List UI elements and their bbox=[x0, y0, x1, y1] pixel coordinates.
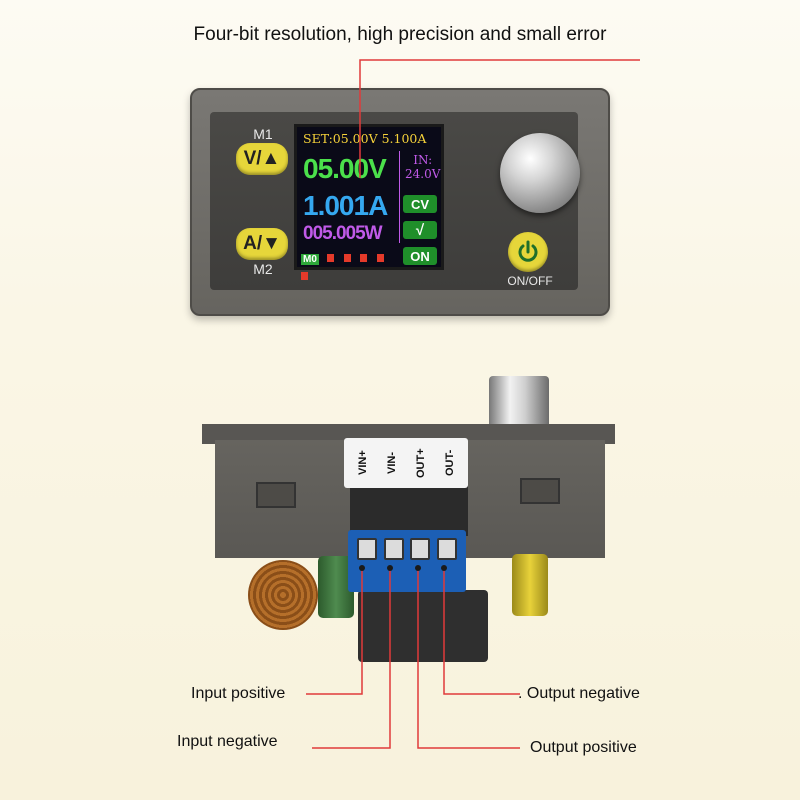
set-readout: SET:05.00V 5.100A bbox=[303, 131, 427, 146]
m1-label: M1 bbox=[253, 126, 273, 142]
callout-output-negative: . Output negative bbox=[518, 685, 640, 702]
case-lip bbox=[202, 424, 615, 444]
callout-input-negative: Input negative bbox=[177, 733, 278, 750]
input-value: 24.0V bbox=[405, 167, 441, 181]
headline-callout-line bbox=[359, 59, 640, 178]
output-positive-line bbox=[417, 568, 520, 749]
voltage-up-button[interactable]: V/▲ bbox=[236, 143, 288, 175]
cv-badge: CV bbox=[403, 195, 437, 213]
level-cell bbox=[343, 254, 351, 262]
callout-input-positive: Input positive bbox=[191, 685, 286, 702]
current-readout: 1.001A bbox=[303, 190, 388, 221]
circuit-board bbox=[350, 484, 468, 536]
voltage-readout: 05.00V bbox=[303, 153, 387, 184]
cooling-fan bbox=[358, 590, 488, 662]
input-positive-line bbox=[306, 568, 363, 695]
callout-output-positive: Output positive bbox=[530, 739, 637, 756]
memory-indicator-row: M0 bbox=[301, 249, 395, 280]
onoff-label: ON/OFF bbox=[507, 274, 553, 288]
power-readout: 005.005W bbox=[303, 223, 383, 244]
current-down-button[interactable]: A/▼ bbox=[236, 228, 288, 260]
level-cell bbox=[376, 254, 384, 262]
lcd-divider bbox=[399, 151, 400, 243]
output-negative-line bbox=[443, 568, 520, 695]
adjust-knob[interactable] bbox=[500, 133, 580, 213]
terminal-block bbox=[348, 530, 466, 592]
level-cell bbox=[360, 254, 368, 262]
input-label: IN: bbox=[413, 153, 433, 167]
screw-terminal-out-minus[interactable] bbox=[436, 538, 457, 560]
mount-clip-left bbox=[256, 482, 296, 508]
terminal-label-block: VIN+ VIN- OUT+ OUT- bbox=[344, 438, 468, 488]
power-button[interactable] bbox=[508, 232, 548, 272]
inductor bbox=[248, 560, 318, 630]
screw-terminal-out-plus[interactable] bbox=[410, 538, 431, 560]
check-badge: √ bbox=[403, 221, 437, 239]
lcd-display: SET:05.00V 5.100A 05.00V 1.001A 005.005W… bbox=[294, 124, 444, 280]
input-negative-line bbox=[312, 568, 391, 749]
level-cell bbox=[301, 272, 308, 280]
capacitor-right bbox=[512, 554, 548, 616]
input-voltage-readout: IN: 24.0V bbox=[405, 153, 440, 181]
m2-label: M2 bbox=[253, 261, 273, 277]
headline: Four-bit resolution, high precision and … bbox=[193, 24, 607, 45]
level-cell bbox=[327, 254, 335, 262]
screw-terminal-vin-minus[interactable] bbox=[383, 538, 404, 560]
on-badge: ON bbox=[403, 247, 437, 265]
m-indicator: M0 bbox=[301, 254, 319, 265]
power-icon bbox=[518, 240, 538, 262]
mount-clip-right bbox=[520, 478, 560, 504]
screw-terminal-vin-plus[interactable] bbox=[357, 538, 378, 560]
